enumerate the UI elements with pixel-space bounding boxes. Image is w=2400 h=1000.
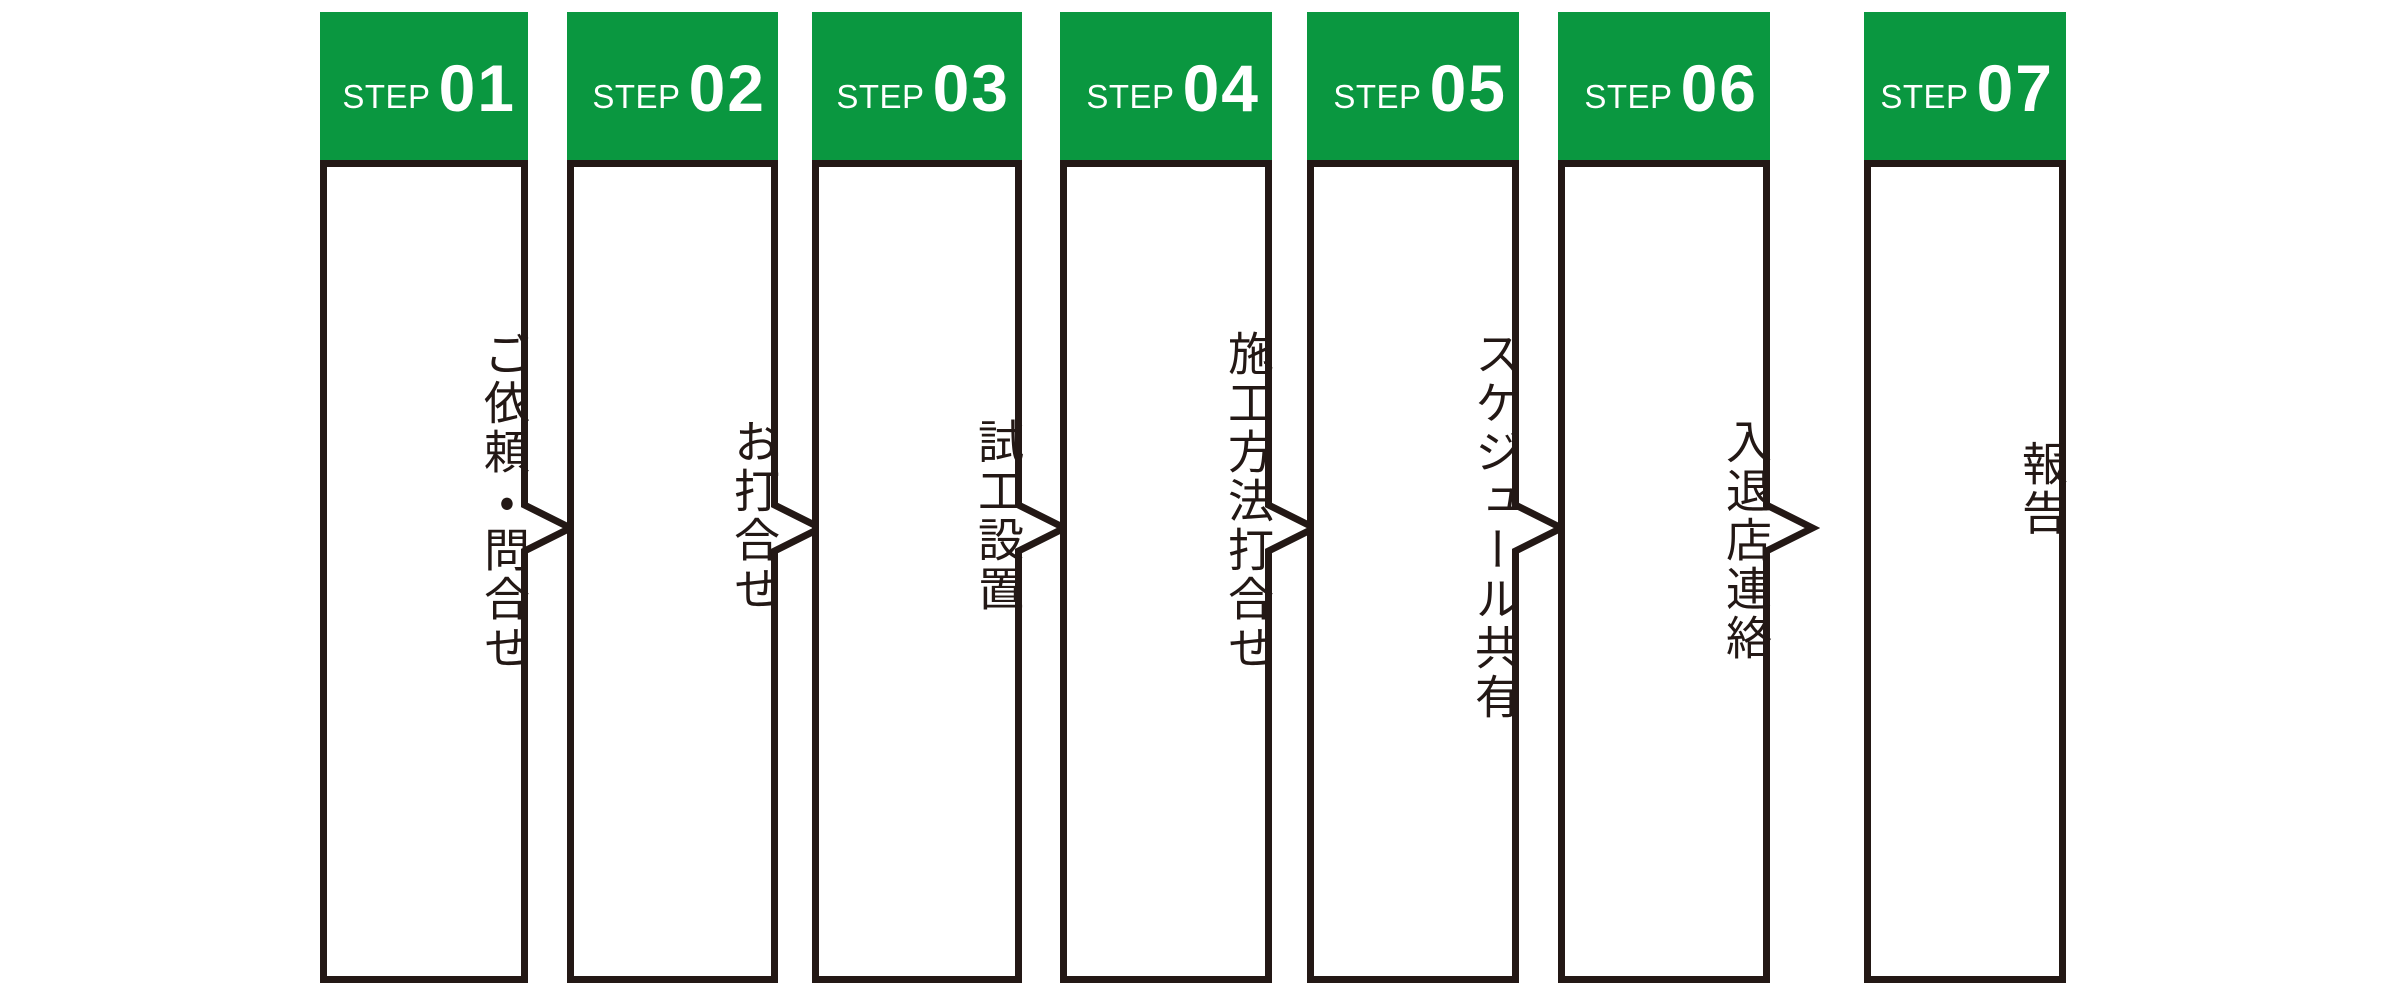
step-box-outline-01 [320, 160, 578, 983]
step-body-06 [1558, 160, 1820, 987]
step-label-05: スケジュール共有 [1307, 330, 1520, 722]
step-label-06: 入退店連絡 [1558, 418, 1771, 663]
step-box-outline-03 [812, 160, 1072, 983]
step-label-text: スケジュール共有 [1469, 330, 1520, 722]
step-box-outline-05 [1307, 160, 1569, 983]
step-body-02 [567, 160, 828, 987]
step-box-outline-04 [1060, 160, 1322, 983]
step-label-03: 試工設置 [812, 418, 1023, 614]
step-body-03 [812, 160, 1072, 987]
step-word-label: STEP [1086, 77, 1175, 115]
step-number-01: 01 [438, 51, 516, 125]
step-box-outline-06 [1558, 160, 1820, 983]
step-body-05 [1307, 160, 1569, 987]
step-number-04: 04 [1182, 51, 1260, 125]
step-label-02: お打合せ [567, 418, 779, 614]
step-number-02: 02 [688, 51, 766, 125]
step-label-text: 入退店連絡 [1720, 418, 1771, 663]
step-word-label: STEP [592, 77, 681, 115]
step-word-label: STEP [342, 77, 431, 115]
step-word-label: STEP [1333, 77, 1422, 115]
step-number-03: 03 [932, 51, 1010, 125]
step-label-04: 施工方法打合せ [1060, 330, 1273, 673]
step-word-label: STEP [836, 77, 925, 115]
step-label-text: ご依頼・問合せ [478, 330, 529, 673]
step-label-01: ご依頼・問合せ [320, 330, 529, 673]
step-label-text: お打合せ [728, 418, 779, 614]
step-body-07 [1864, 160, 2070, 987]
step-label-07: 報告 [1864, 440, 2067, 538]
step-box-outline-07 [1864, 160, 2066, 983]
step-word-label: STEP [1584, 77, 1673, 115]
step-number-06: 06 [1680, 51, 1758, 125]
step-label-text: 施工方法打合せ [1222, 330, 1273, 673]
step-number-05: 05 [1429, 51, 1507, 125]
step-word-label: STEP [1880, 77, 1969, 115]
step-box-outline-02 [567, 160, 828, 983]
step-label-text: 試工設置 [972, 418, 1023, 614]
step-label-text: 報告 [2016, 440, 2067, 538]
step-body-04 [1060, 160, 1322, 987]
step-number-07: 07 [1976, 51, 2054, 125]
step-body-01 [320, 160, 578, 987]
